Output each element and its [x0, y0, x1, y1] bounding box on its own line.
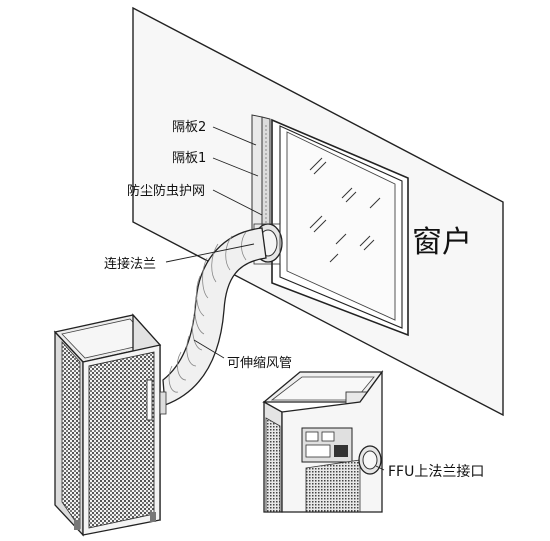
- label-partition-2: 隔板2: [172, 120, 206, 135]
- label-partition-1: 隔板1: [172, 151, 206, 166]
- flexible-duct: [162, 227, 267, 406]
- leader-lines: [165, 126, 385, 471]
- ffu-cabinet-left: [53, 313, 167, 537]
- label-window: 窗户: [412, 225, 472, 260]
- label-ffu-flange: FFU上法兰接口: [388, 463, 484, 480]
- partitions: [251, 114, 271, 244]
- label-flange: 连接法兰: [104, 256, 156, 272]
- label-insect-screen: 防尘防虫护网: [127, 183, 205, 199]
- label-flexible-duct: 可伸缩风管: [227, 355, 292, 371]
- ffu-unit-closeup: [262, 370, 384, 513]
